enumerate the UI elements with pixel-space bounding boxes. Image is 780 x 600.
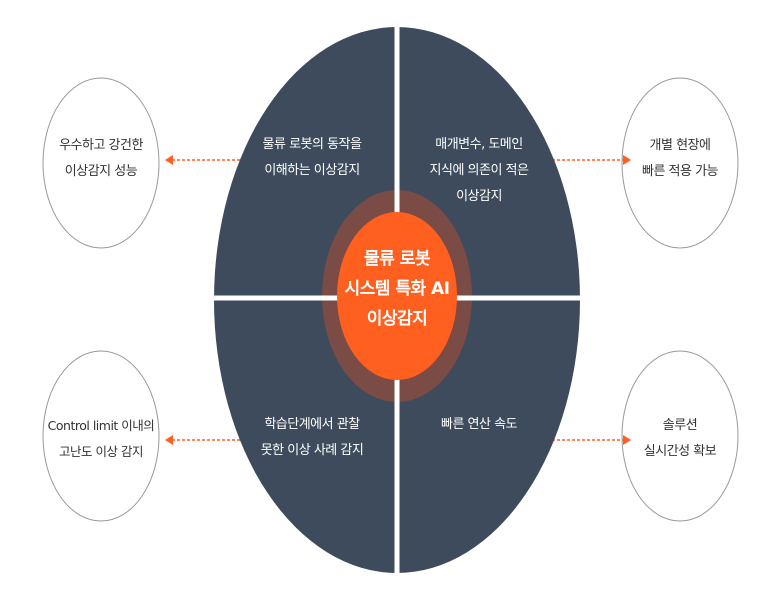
quadrant-top-right-text: 매개변수, 도메인 지식에 의존이 적은 이상감지 (430, 132, 529, 210)
text-line: Control limit 이내의 (47, 418, 155, 433)
text-line: 물류 로봇의 동작을 (262, 137, 362, 152)
outcome-circle-top-left (42, 77, 160, 249)
text-line: 못한 이상 사례 감지 (260, 443, 364, 458)
text-line: 빠른 적용 가능 (641, 164, 719, 179)
center-line: 시스템 특화 AI (344, 279, 450, 299)
text-line: 고난도 이상 감지 (59, 444, 143, 459)
text-line: 우수하고 강건한 (59, 138, 143, 153)
quadrant-bottom-right-text: 빠른 연산 속도 (440, 412, 518, 438)
center-line: 이상감지 (366, 309, 428, 329)
outcome-top-left-text: 우수하고 강건한 이상감지 성능 (59, 133, 143, 185)
text-line: 이해하는 이상감지 (264, 163, 360, 178)
text-line: 개별 현장에 (649, 138, 711, 153)
text-line: 지식에 의존이 적은 (429, 163, 529, 178)
text-line: 이상감지 (456, 189, 502, 204)
text-line: 솔루션 (662, 418, 698, 433)
outcome-bottom-left-text: Control limit 이내의 고난도 이상 감지 (48, 413, 155, 465)
text-line: 매개변수, 도메인 (435, 137, 523, 152)
outcome-top-right-text: 개별 현장에 빠른 적용 가능 (641, 133, 719, 185)
center-core (337, 212, 457, 380)
outcome-bottom-right-text: 솔루션 실시간성 확보 (643, 413, 717, 465)
center-line: 물류 로봇 (364, 249, 430, 269)
text-line: 실시간성 확보 (643, 444, 717, 459)
center-title: 물류 로봇 시스템 특화 AI 이상감지 (344, 244, 450, 334)
outcome-circle-bottom-left (42, 350, 160, 522)
outcome-circle-top-right (621, 77, 739, 249)
text-line: 이상감지 성능 (64, 164, 138, 179)
quadrant-top-left-text: 물류 로봇의 동작을 이해하는 이상감지 (263, 132, 362, 184)
text-line: 학습단계에서 관찰 (264, 417, 360, 432)
quadrant-bottom-left-text: 학습단계에서 관찰 못한 이상 사례 감지 (261, 412, 364, 464)
text-line: 빠른 연산 속도 (440, 417, 518, 432)
outcome-circle-bottom-right (621, 350, 739, 522)
